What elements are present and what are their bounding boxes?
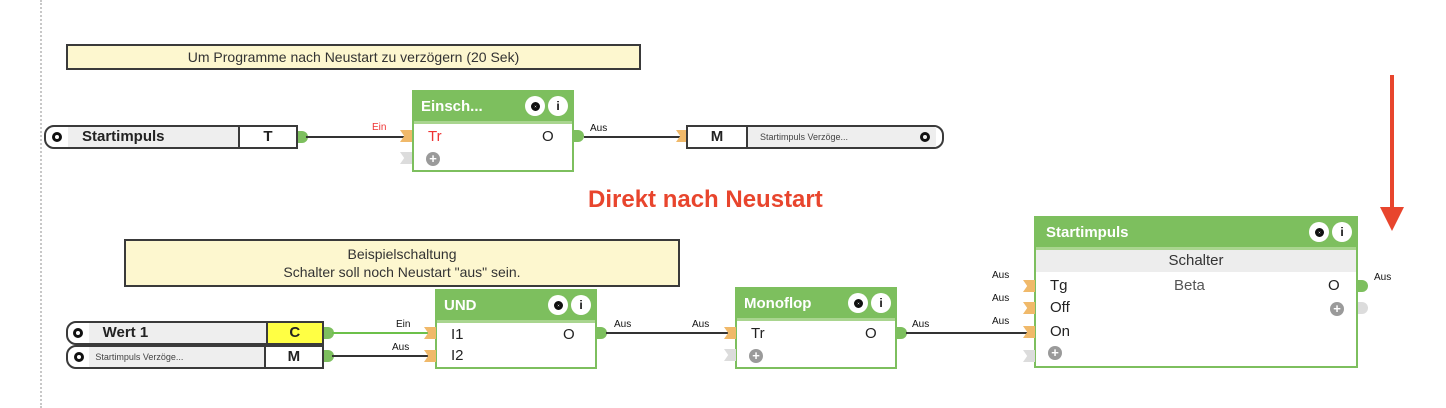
input-label-off: Off — [1050, 299, 1070, 316]
gear-icon[interactable] — [848, 293, 868, 313]
input-port-off[interactable] — [1023, 302, 1035, 314]
gear-icon[interactable] — [914, 127, 936, 147]
wire[interactable] — [306, 136, 406, 138]
input-label-i2: I2 — [451, 347, 464, 364]
block-body-label: Beta — [1174, 277, 1205, 294]
block-subtitle: Schalter — [1036, 250, 1356, 272]
canvas-margin-line — [40, 0, 42, 408]
gear-icon[interactable] — [1309, 222, 1329, 242]
block-header[interactable]: UND i — [437, 291, 595, 323]
add-input-icon[interactable]: + — [426, 152, 440, 166]
input-label-on: On — [1050, 323, 1071, 340]
wire-label-aus: Aus — [590, 123, 608, 134]
block-einsch[interactable]: Einsch... i Tr O + — [412, 90, 574, 172]
gear-icon[interactable] — [46, 127, 68, 147]
input-port-tr[interactable] — [724, 327, 736, 339]
block-title: UND — [444, 297, 477, 314]
wire-label-aus: Aus — [692, 319, 710, 330]
input-label-tg: Tg — [1050, 277, 1068, 294]
block-title: Monoflop — [744, 295, 812, 312]
block-header[interactable]: Monoflop i — [737, 289, 895, 321]
comment-bottom[interactable]: Beispielschaltung Schalter soll noch Neu… — [124, 239, 680, 287]
block-startimpuls-schalter[interactable]: Startimpuls i Schalter Tg Beta O Off + O… — [1034, 216, 1358, 368]
info-icon[interactable]: i — [871, 293, 891, 313]
add-input-port[interactable] — [1023, 350, 1035, 362]
comment-top-text: Um Programme nach Neustart zu verzögern … — [187, 49, 520, 65]
output-label-o: O — [865, 325, 877, 342]
gear-icon[interactable] — [68, 323, 89, 343]
gear-icon[interactable] — [548, 295, 568, 315]
wire-label-aus: Aus — [614, 319, 632, 330]
info-icon[interactable]: i — [571, 295, 591, 315]
block-header[interactable]: Einsch... i — [414, 92, 572, 124]
output-port[interactable] — [324, 350, 334, 362]
connector-name: Startimpuls Verzöge... — [89, 347, 264, 367]
block-title: Einsch... — [421, 98, 483, 115]
output-port[interactable] — [574, 130, 584, 142]
output-port[interactable] — [1358, 280, 1368, 292]
wire[interactable] — [332, 332, 428, 334]
add-output-icon[interactable]: + — [1330, 302, 1344, 316]
block-header[interactable]: Startimpuls i — [1036, 218, 1356, 250]
comment-line-2: Schalter soll noch Neustart "aus" sein. — [283, 264, 521, 280]
input-port-on[interactable] — [1023, 326, 1035, 338]
connector-tag: M — [263, 347, 322, 367]
input-port-tr[interactable] — [400, 130, 412, 142]
input-connector-wert1[interactable]: Wert 1 C — [66, 321, 324, 345]
output-port[interactable] — [597, 327, 607, 339]
input-label-i1: I1 — [451, 326, 464, 343]
input-port-i2[interactable] — [424, 350, 436, 362]
output-connector-startimpuls-verzoegert[interactable]: M Startimpuls Verzöge... — [686, 125, 944, 149]
arrow-down-icon — [1390, 75, 1394, 211]
output-label-o: O — [1328, 277, 1340, 294]
block-und[interactable]: UND i I1 I2 O — [435, 289, 597, 369]
wire-label-aus: Aus — [392, 342, 410, 353]
gear-icon[interactable] — [68, 347, 89, 367]
block-monoflop[interactable]: Monoflop i Tr O + — [735, 287, 897, 369]
connector-tag: T — [238, 127, 296, 147]
output-port[interactable] — [897, 327, 907, 339]
connector-name: Startimpuls Verzöge... — [748, 127, 914, 147]
connector-value-tag: C — [265, 323, 322, 343]
connector-name: Wert 1 — [88, 323, 266, 343]
output-port[interactable] — [324, 327, 334, 339]
block-title: Startimpuls — [1046, 224, 1129, 241]
input-connector-startimpuls-verzoegert[interactable]: Startimpuls Verzöge... M — [66, 345, 324, 369]
connector-name: Startimpuls — [68, 127, 238, 147]
arrow-head-icon — [1380, 207, 1404, 231]
input-port[interactable] — [676, 130, 688, 142]
wire-label-ein: Ein — [396, 319, 411, 330]
output-label-o: O — [542, 128, 554, 145]
wire-label-aus: Aus — [912, 319, 930, 330]
add-input-icon[interactable]: + — [749, 349, 763, 363]
wire-label-ein: Ein — [372, 122, 387, 133]
wire-label-aus: Aus — [1374, 272, 1392, 283]
add-output-port[interactable] — [1358, 302, 1368, 314]
output-port[interactable] — [298, 131, 308, 143]
annotation-heading: Direkt nach Neustart — [588, 186, 823, 213]
input-port-i1[interactable] — [424, 327, 436, 339]
input-port-tg[interactable] — [1023, 280, 1035, 292]
input-connector-startimpuls[interactable]: Startimpuls T — [44, 125, 298, 149]
gear-icon[interactable] — [525, 96, 545, 116]
wire[interactable] — [332, 355, 428, 357]
info-icon[interactable]: i — [1332, 222, 1352, 242]
wire-label-aus: Aus — [992, 293, 1010, 304]
add-input-port[interactable] — [400, 152, 412, 164]
comment-top[interactable]: Um Programme nach Neustart zu verzögern … — [66, 44, 641, 70]
wire[interactable] — [906, 332, 1028, 334]
output-label-o: O — [563, 326, 575, 343]
wire[interactable] — [606, 332, 728, 334]
comment-line-1: Beispielschaltung — [347, 246, 457, 262]
add-input-icon[interactable]: + — [1048, 346, 1062, 360]
info-icon[interactable]: i — [548, 96, 568, 116]
wire-label-aus: Aus — [992, 316, 1010, 327]
wire-label-aus: Aus — [992, 270, 1010, 281]
add-input-port[interactable] — [724, 349, 736, 361]
input-label-tr: Tr — [428, 128, 442, 145]
input-label-tr: Tr — [751, 325, 765, 342]
connector-tag: M — [688, 127, 748, 147]
wire[interactable] — [584, 136, 684, 138]
